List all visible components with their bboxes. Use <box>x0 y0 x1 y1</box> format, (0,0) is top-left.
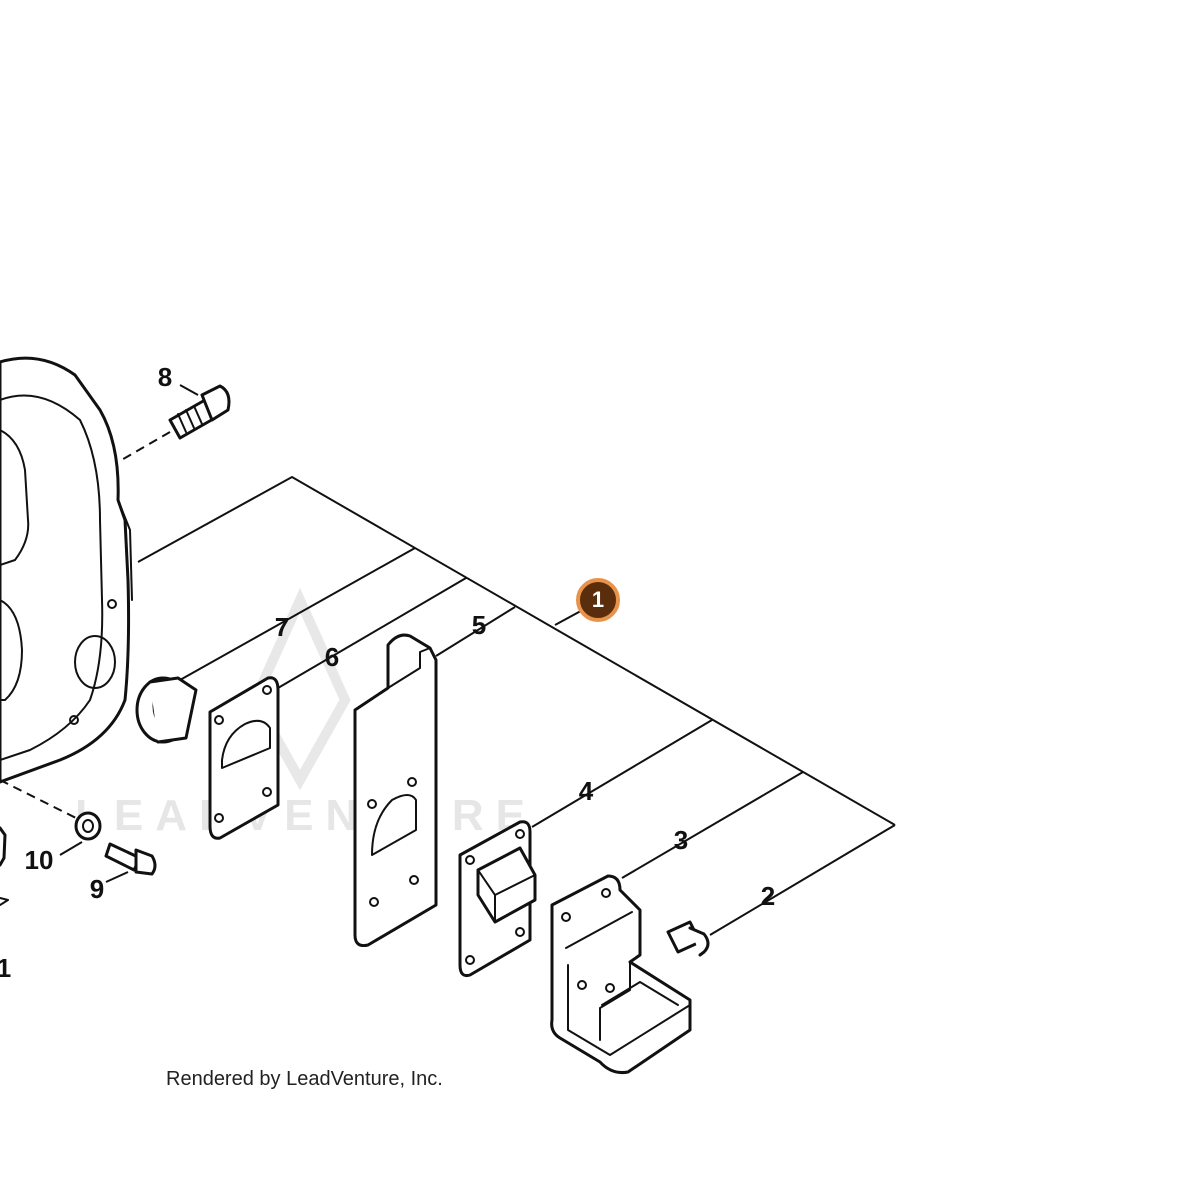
callout-9: 9 <box>90 874 104 904</box>
callout-3: 3 <box>674 825 688 855</box>
screw-9 <box>104 842 157 883</box>
knurled-nut-7 <box>135 676 198 744</box>
bracket-3 <box>550 874 692 1074</box>
callout-1-text: 1 <box>592 587 604 612</box>
muffler-outlet-hole <box>74 635 116 689</box>
leadventure-watermark: LEADVENTURE <box>75 587 537 840</box>
callout-2: 2 <box>761 881 775 911</box>
callout-10: 10 <box>25 845 54 875</box>
washer-10 <box>0 779 102 856</box>
screw-2 <box>666 920 710 957</box>
gasket-6 <box>208 676 280 840</box>
callout-5: 5 <box>472 610 486 640</box>
callout-6: 6 <box>325 642 339 672</box>
callout-labels: 1 2 3 4 5 6 7 8 9 10 1 <box>0 362 775 983</box>
callout-7: 7 <box>275 612 289 642</box>
watermark-text: LEADVENTURE <box>75 791 537 840</box>
assembly-bracket-lines <box>137 475 896 936</box>
plate-5 <box>353 633 438 947</box>
watermark-logo-icon <box>249 587 351 791</box>
gasket-4 <box>458 820 537 977</box>
left-edge-partial-part <box>0 826 9 906</box>
callout-4: 4 <box>579 776 594 806</box>
callout-1-partial: 1 <box>0 953 11 983</box>
muffler-housing <box>0 356 133 784</box>
screw-8 <box>117 384 231 463</box>
render-credit: Rendered by LeadVenture, Inc. <box>166 1068 443 1090</box>
callout-8: 8 <box>158 362 172 392</box>
callout-1-badge[interactable] <box>576 578 620 622</box>
